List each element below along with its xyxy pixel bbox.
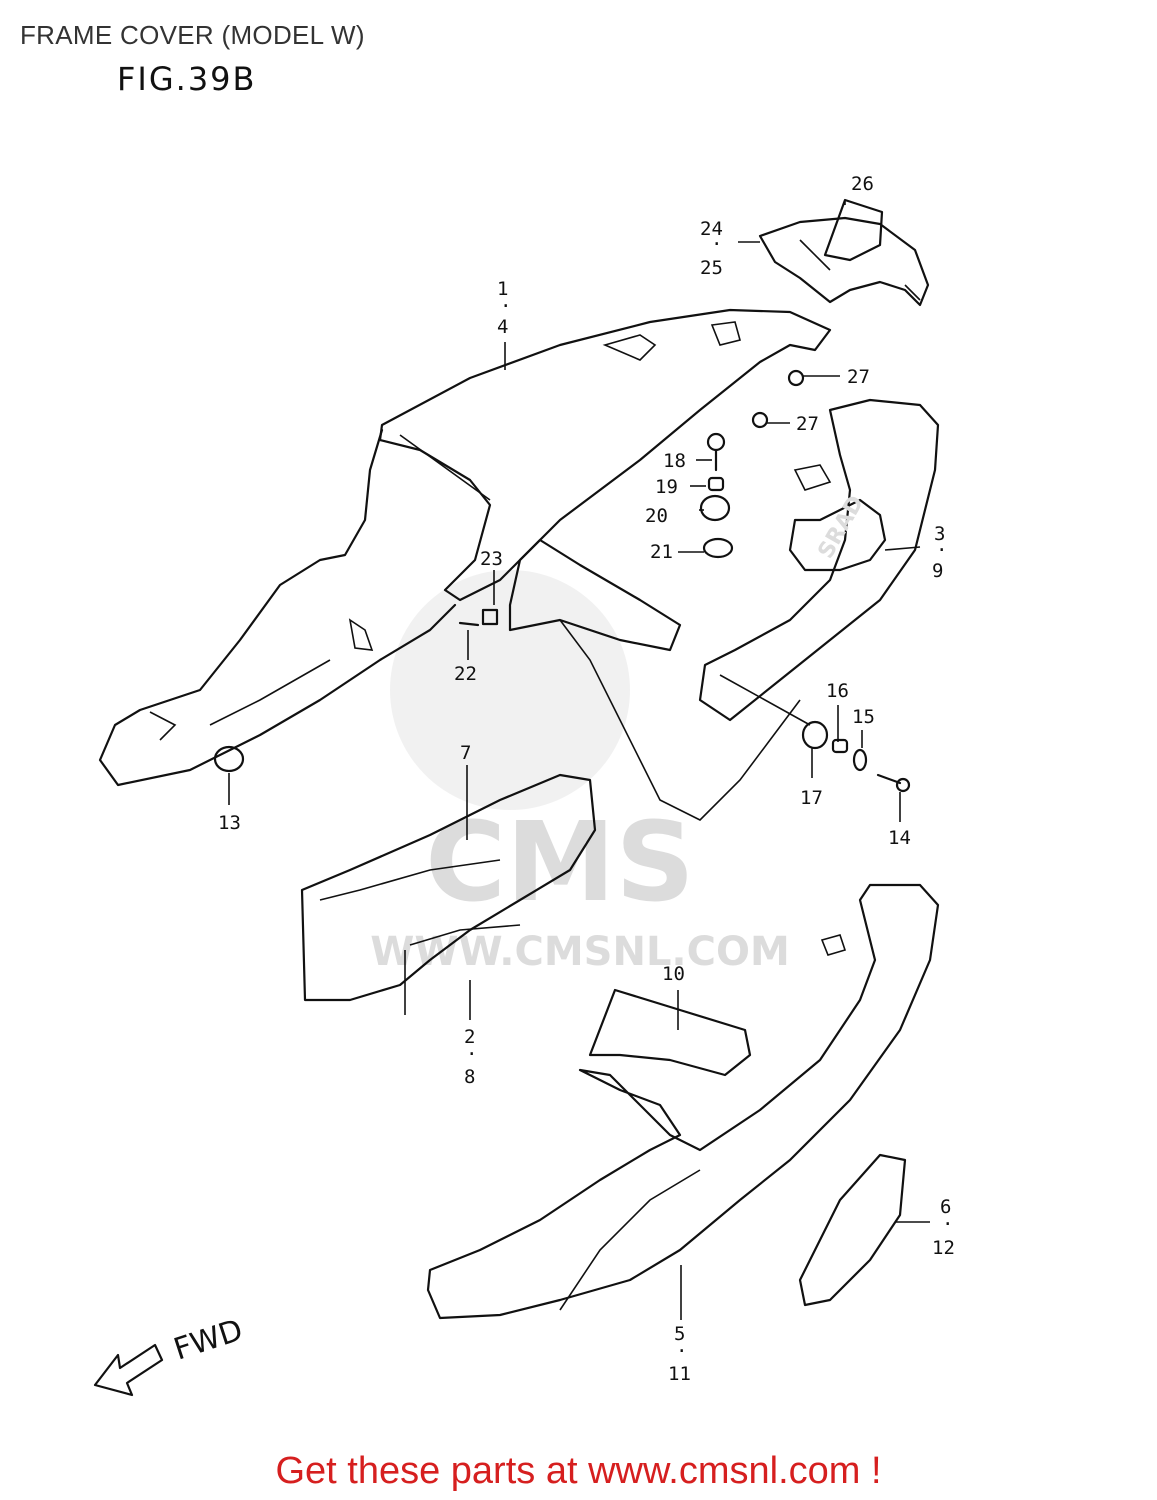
callout-21: 21 [650,541,673,563]
callout-labels: 1 · 4 26 24 · 25 27 27 18 19 20 21 3 · 9… [218,173,955,1385]
svg-text:·: · [500,295,511,317]
callout-24: 24 [700,218,723,240]
footer-promo-text: Get these parts at www.cmsnl.com ! [275,1450,882,1492]
collar-19-icon [707,476,725,492]
svg-text:·: · [936,539,947,561]
seat-tail-cover-part [98,308,832,787]
grommet-20-icon [699,494,731,522]
callout-25: 25 [700,257,723,279]
cushion-17-icon [801,720,829,750]
bolt-14-icon [876,773,902,785]
callout-11: 11 [668,1363,691,1385]
forward-arrow-icon [93,1343,164,1397]
washer-21-icon [702,537,734,559]
callout-20: 20 [645,505,668,527]
screw-27a-icon [787,369,805,387]
tail-piece-part [758,198,930,307]
under-tail-cover-part [300,773,597,1015]
callout-10: 10 [662,963,685,985]
clip-23-icon [481,608,499,626]
callout-23: 23 [480,548,503,570]
callout-7: 7 [460,742,471,764]
callout-3: 3 [934,523,945,545]
callout-26: 26 [851,173,874,195]
callout-12: 12 [932,1237,955,1259]
svg-text:·: · [711,233,722,255]
collar-16-icon [831,738,849,754]
screw-18-icon [706,432,726,452]
svg-text:·: · [942,1213,953,1235]
svg-text:·: · [676,1340,687,1362]
callout-1: 1 [497,278,508,300]
callout-22: 22 [454,663,477,685]
callout-9: 9 [932,560,943,582]
callout-2: 2 [464,1026,475,1048]
callout-5: 5 [674,1323,685,1345]
watermark-brand: CMS [425,798,694,926]
callout-18: 18 [663,450,686,472]
callout-16: 16 [826,680,849,702]
callout-19: 19 [655,476,678,498]
svg-text:·: · [466,1043,477,1065]
callout-8: 8 [464,1066,475,1088]
callout-14: 14 [888,827,911,849]
callout-17: 17 [800,787,823,809]
inner-cover-part [588,988,752,1077]
washer-15-icon [852,748,868,772]
hardware-parts [213,369,911,793]
fwd-label: FWD [170,1313,247,1368]
grommet-13-icon [213,745,245,773]
lower-side-cover-part [426,883,940,1320]
screw-27b-icon [751,411,769,429]
figure-number: FIG.39B [117,60,256,98]
callout-4: 4 [497,316,508,338]
watermark-url: WWW.CMSNL.COM [370,929,790,975]
callout-27-upper: 27 [847,366,870,388]
callout-13: 13 [218,812,241,834]
watermark: CMS WWW.CMSNL.COM [370,570,790,975]
decal-part [798,1153,907,1307]
callout-15: 15 [852,706,875,728]
page-title: FRAME COVER (MODEL W) [20,20,365,50]
callout-27-lower: 27 [796,413,819,435]
leader-lines [228,200,930,1320]
callout-6: 6 [940,1196,951,1218]
screw-22-icon [458,621,480,627]
forward-direction-indicator: FWD [93,1313,247,1397]
